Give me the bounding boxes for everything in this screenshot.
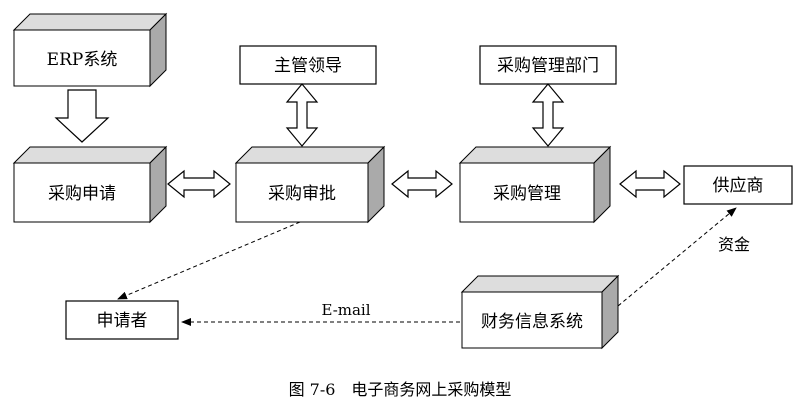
applicant-label: 申请者 bbox=[97, 311, 148, 331]
purchase-request-label: 采购申请 bbox=[48, 184, 116, 204]
erp-to-request-arrow bbox=[54, 89, 110, 143]
applicant-box: 申请者 bbox=[65, 300, 179, 340]
leader-box: 主管领导 bbox=[239, 45, 377, 85]
procurement-dept-label: 采购管理部门 bbox=[497, 56, 599, 76]
management-supplier-double-arrow bbox=[619, 169, 681, 199]
finance-system-box: 财务信息系统 bbox=[460, 274, 620, 350]
email-edge-label: E-mail bbox=[321, 301, 370, 319]
figure-caption: 图 7-6 电子商务网上采购模型 bbox=[289, 380, 512, 399]
erp-system-label: ERP系统 bbox=[47, 50, 118, 70]
funds-edge-label: 资金 bbox=[718, 235, 750, 254]
leader-approval-double-arrow bbox=[285, 83, 319, 147]
purchase-approval-box: 采购审批 bbox=[234, 145, 386, 224]
approval-to-applicant-dashed-arrow bbox=[117, 221, 301, 300]
dept-management-double-arrow bbox=[531, 83, 565, 147]
finance-to-supplier-funds-arrow bbox=[617, 207, 737, 307]
finance-system-label: 财务信息系统 bbox=[481, 312, 583, 332]
supplier-label: 供应商 bbox=[713, 176, 764, 196]
purchase-approval-label: 采购审批 bbox=[268, 184, 336, 204]
erp-system-box: ERP系统 bbox=[12, 12, 168, 88]
purchase-request-box: 采购申请 bbox=[12, 145, 168, 224]
leader-label: 主管领导 bbox=[274, 56, 342, 76]
purchase-management-label: 采购管理 bbox=[493, 184, 561, 204]
approval-management-double-arrow bbox=[391, 169, 453, 199]
procurement-dept-box: 采购管理部门 bbox=[479, 45, 617, 85]
supplier-box: 供应商 bbox=[683, 165, 793, 205]
request-approval-double-arrow bbox=[167, 169, 231, 199]
purchase-management-box: 采购管理 bbox=[458, 145, 612, 224]
